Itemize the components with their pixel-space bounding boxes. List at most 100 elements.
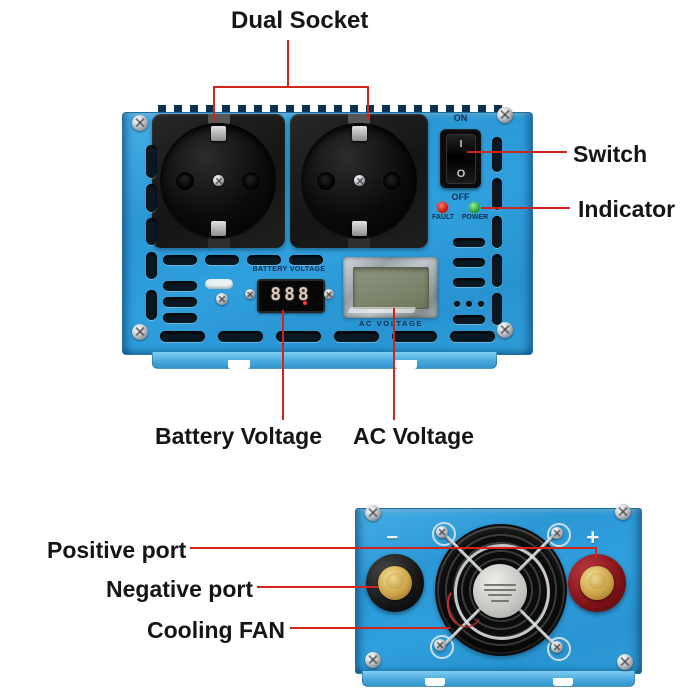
indicator-callout-line: [481, 207, 570, 209]
vent-slot: [453, 315, 485, 324]
dual-socket-callout-arm-right: [367, 86, 369, 120]
rocker-switch: I O: [440, 129, 481, 188]
mounting-flange: [362, 671, 635, 687]
guard-loop-icon: [430, 635, 454, 659]
fan-screw-icon: [434, 639, 446, 651]
vent-slot: [276, 331, 321, 342]
vent-slot: [392, 331, 437, 342]
power-led-icon: [469, 202, 480, 213]
mounting-flange: [152, 352, 497, 369]
fan-screw-icon: [551, 641, 563, 653]
negative-port-label: Negative port: [106, 576, 253, 602]
vent-slot: [146, 290, 157, 320]
flange-notch: [425, 678, 445, 686]
vent-slot: [453, 278, 485, 287]
socket-clip-top: [208, 114, 230, 125]
screw-icon: [132, 324, 148, 340]
vent-slot: [492, 254, 502, 287]
screw-icon: [617, 654, 633, 670]
rocker-o-glyph: O: [456, 168, 466, 180]
screw-icon: [132, 115, 148, 131]
sticker-text-line: [484, 589, 516, 591]
socket-pin-hole: [383, 172, 401, 190]
vent-slot: [492, 137, 502, 172]
dual-socket-callout-bracket: [213, 86, 369, 88]
guard-loop-icon: [547, 523, 571, 547]
ac-callout-line: [393, 308, 395, 420]
fan-callout-line: [290, 627, 450, 629]
socket-pin-hole: [176, 172, 194, 190]
socket-pin-hole: [242, 172, 260, 190]
socket-recess: [301, 123, 417, 239]
negative-callout-line: [257, 586, 378, 588]
battery-voltage-value: 888: [270, 284, 312, 305]
positive-port-label: Positive port: [47, 537, 187, 563]
vent-dot: [478, 301, 484, 307]
battery-voltage-label: Battery Voltage: [155, 423, 323, 449]
positive-callout-line: [190, 547, 597, 549]
vent-slot: [146, 145, 157, 178]
socket-screw-icon: [354, 175, 365, 186]
vent-slot: [146, 218, 157, 245]
dual-socket-callout-arm-left: [213, 86, 215, 122]
battery-callout-line: [282, 310, 284, 420]
switch-callout-line: [467, 151, 567, 153]
guard-loop-icon: [547, 637, 571, 661]
vent-slot: [205, 255, 239, 265]
vent-slot: [163, 313, 197, 323]
rocker-key: I O: [446, 134, 476, 184]
flange-notch: [553, 678, 573, 686]
vent-slot: [146, 252, 157, 279]
negative-sign: −: [386, 526, 399, 549]
socket-screw-icon: [213, 175, 224, 186]
socket-pin-hole: [317, 172, 335, 190]
vent-slot: [163, 297, 197, 307]
battery-display-title: BATTERY VOLTAGE: [252, 266, 326, 273]
vent-slot: [453, 258, 485, 267]
fault-led-label: FAULT: [431, 214, 455, 221]
socket-clip-bottom: [348, 237, 370, 248]
small-screw-icon: [245, 289, 255, 299]
screw-icon: [365, 652, 381, 668]
small-screw-icon: [216, 293, 228, 305]
ground-clip-icon: [211, 221, 226, 236]
socket-clip-bottom: [208, 237, 230, 248]
fan-screw-icon: [436, 526, 448, 538]
heatsink-fins: [158, 105, 504, 113]
ground-clip-icon: [352, 126, 367, 141]
fault-led-icon: [437, 202, 448, 213]
vent-dot: [454, 301, 460, 307]
vent-slot: [453, 238, 485, 247]
positive-callout-drop: [595, 547, 597, 558]
power-led-label: POWER: [461, 214, 489, 221]
small-screw-icon: [324, 289, 334, 299]
screw-icon: [497, 322, 513, 338]
switch-label: Switch: [573, 141, 648, 167]
vent-slot-highlight: [205, 279, 233, 289]
switch-off-text: OFF: [451, 192, 470, 202]
terminal-cap-icon: [588, 573, 606, 589]
ac-voltage-lcd: [343, 257, 438, 318]
sticker-text-line: [484, 584, 516, 586]
flange-notch: [395, 360, 417, 369]
vent-slot: [146, 184, 157, 212]
vent-slot: [247, 255, 281, 265]
lcd-screen: [353, 267, 429, 309]
ac-voltage-label: AC Voltage: [353, 423, 474, 449]
screw-icon: [615, 504, 631, 520]
ground-clip-icon: [211, 126, 226, 141]
cooling-fan-label: Cooling FAN: [147, 617, 285, 643]
socket-recess: [160, 123, 276, 239]
vent-dot: [466, 301, 472, 307]
ac-socket-right: [290, 114, 428, 248]
negative-terminal: [366, 554, 424, 612]
fan-hub-sticker: [473, 564, 527, 618]
socket-clip-top: [348, 114, 370, 125]
sticker-text-line: [488, 594, 512, 596]
vent-slot: [492, 293, 502, 325]
positive-terminal: [568, 554, 626, 612]
terminal-cap-icon: [386, 573, 404, 589]
vent-slot: [334, 331, 379, 342]
vent-slot: [450, 331, 495, 342]
